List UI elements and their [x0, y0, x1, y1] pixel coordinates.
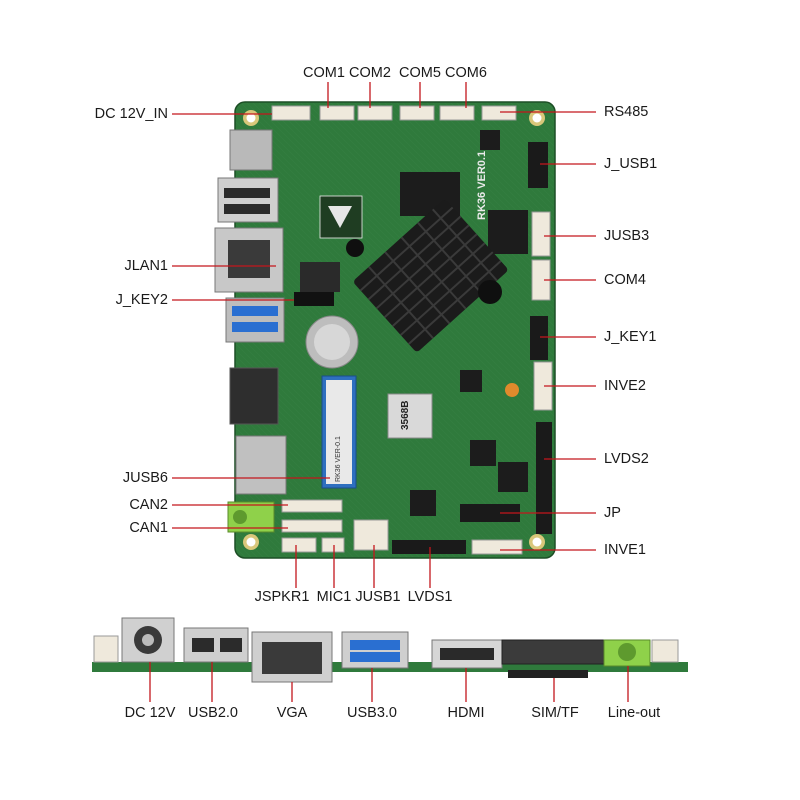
chip-silkscreen: 3568B	[400, 401, 411, 430]
label-jusb6: JUSB6	[122, 470, 168, 486]
label-usb2: USB2.0	[188, 705, 238, 721]
label-dc-12v: DC 12V	[124, 705, 176, 721]
pcb-side-view	[92, 617, 688, 683]
label-can1: CAN1	[129, 520, 168, 536]
label-line-out: Line-out	[607, 705, 661, 721]
label-com6: COM6	[445, 65, 487, 81]
jp-header	[460, 504, 520, 522]
label-jspkr1: JSPKR1	[254, 589, 310, 605]
label-dc-12v-in: DC 12V_IN	[94, 106, 168, 122]
jkey1-header	[530, 316, 548, 360]
leader-lines	[149, 82, 629, 702]
lvds2-header	[536, 422, 552, 534]
can2-header	[281, 499, 343, 513]
com6-header	[439, 105, 475, 121]
heatsink	[354, 200, 508, 352]
label-jlan1: JLAN1	[124, 258, 168, 274]
mounting-hole	[243, 110, 259, 126]
label-mic1: MIC1	[316, 589, 352, 605]
dc-in-header	[271, 105, 311, 121]
label-com4: COM4	[604, 272, 646, 288]
label-vga: VGA	[276, 705, 308, 721]
jusb1-header	[528, 142, 548, 188]
label-lvds2: LVDS2	[604, 451, 649, 467]
jspkr1-header	[281, 537, 317, 553]
label-j-key2: J_KEY2	[115, 292, 168, 308]
mounting-hole	[529, 110, 545, 126]
side-sim-tf	[501, 639, 605, 665]
jusb3-header	[531, 211, 551, 257]
dc-jack	[229, 129, 273, 171]
buzzer	[505, 383, 519, 397]
label-j-key1: J_KEY1	[604, 329, 657, 345]
inve1-header	[471, 539, 523, 555]
rs485-header	[481, 105, 517, 121]
chip-3568b	[387, 393, 433, 439]
mounting-hole	[243, 534, 259, 550]
mounting-hole	[529, 534, 545, 550]
label-jusb1-bottom: JUSB1	[355, 589, 401, 605]
usb3-port	[225, 297, 285, 343]
label-inve1: INVE1	[604, 542, 646, 558]
com2-header	[357, 105, 393, 121]
label-com5: COM5	[399, 65, 441, 81]
label-com2: COM2	[349, 65, 391, 81]
label-lvds1: LVDS1	[407, 589, 453, 605]
com5-header	[399, 105, 435, 121]
label-jp: JP	[604, 505, 621, 521]
label-usb3: USB3.0	[347, 705, 397, 721]
pcb-top-view	[214, 101, 556, 559]
label-hdmi: HDMI	[447, 705, 485, 721]
label-j-usb1: J_USB1	[604, 156, 658, 172]
label-can2: CAN2	[129, 497, 168, 513]
sim-tf-slot	[235, 435, 287, 495]
heatsink-pin	[478, 280, 502, 304]
label-jusb3: JUSB3	[604, 228, 650, 244]
can1-header	[281, 519, 343, 533]
coin-battery	[305, 315, 359, 369]
label-sim-tf: SIM/TF	[531, 705, 579, 721]
lvds1-header	[392, 540, 466, 554]
jusb1-bottom-header	[353, 519, 389, 551]
board-name-silkscreen: RK36 VER0.1	[476, 151, 488, 220]
label-inve2: INVE2	[604, 378, 646, 394]
mic1-header	[321, 537, 345, 553]
hdmi-port	[229, 367, 279, 425]
ram-chip	[488, 210, 528, 254]
com1-header	[319, 105, 355, 121]
label-rs485: RS485	[604, 104, 649, 120]
usb2-port	[217, 177, 279, 223]
label-com1: COM1	[303, 65, 345, 81]
module-silkscreen: RK36 VER-0.1	[335, 436, 342, 482]
